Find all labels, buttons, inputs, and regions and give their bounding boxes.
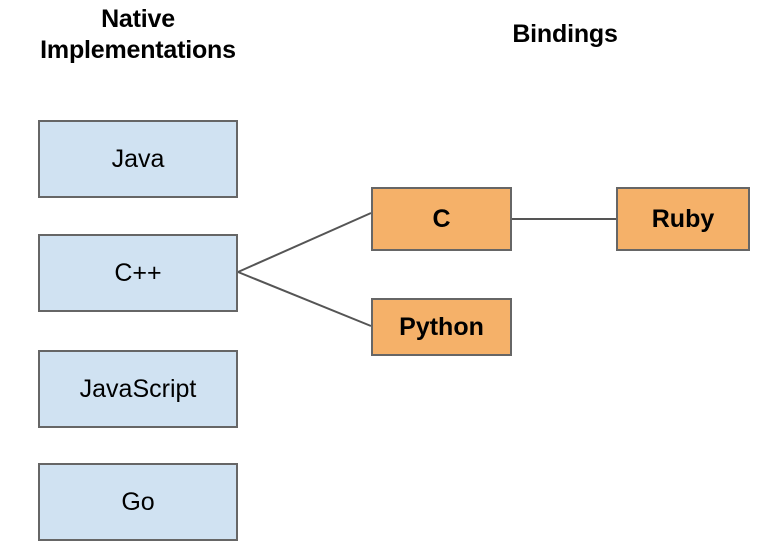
node-python[interactable]: Python (371, 298, 512, 356)
node-label-javascript: JavaScript (79, 374, 197, 403)
column-heading-native-line-2: Implementations (40, 36, 236, 64)
node-label-c: C (432, 204, 451, 233)
node-go[interactable]: Go (38, 463, 238, 541)
node-c[interactable]: C (371, 187, 512, 251)
node-label-python: Python (399, 312, 484, 341)
node-ruby[interactable]: Ruby (616, 187, 750, 251)
connector-cpp-to-python (237, 271, 372, 327)
connector-cpp-to-c (237, 212, 372, 273)
node-cpp[interactable]: C++ (38, 234, 238, 312)
node-label-go: Go (121, 487, 155, 516)
node-label-java: Java (111, 144, 165, 173)
column-heading-native-implementations: Native Implementations (0, 4, 276, 66)
column-heading-bindings: Bindings (512, 20, 618, 48)
column-heading-native-line-1: Native (101, 5, 175, 33)
node-javascript[interactable]: JavaScript (38, 350, 238, 428)
node-label-ruby: Ruby (651, 204, 715, 233)
node-java[interactable]: Java (38, 120, 238, 198)
node-label-cpp: C++ (114, 258, 162, 287)
